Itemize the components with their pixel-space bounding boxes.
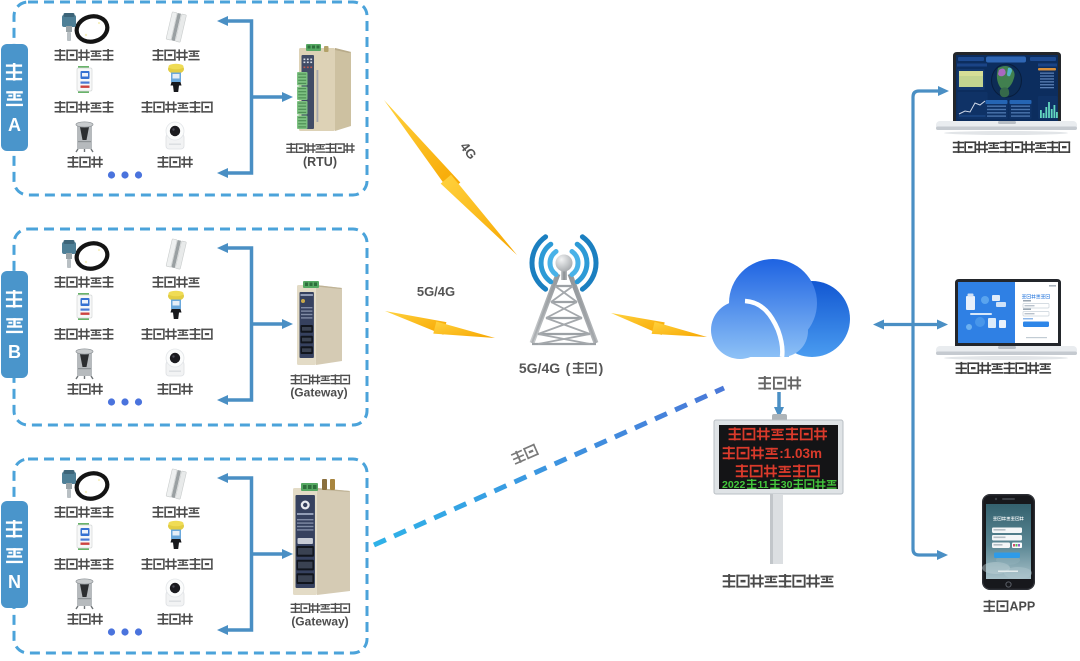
svg-text:B: B: [8, 342, 21, 362]
svg-text:5G/4G: 5G/4G: [519, 360, 560, 376]
svg-text:APP: APP: [1010, 600, 1036, 614]
svg-text:11: 11: [758, 479, 769, 491]
svg-text:5G/4G: 5G/4G: [417, 284, 455, 299]
svg-text:N: N: [8, 572, 21, 592]
svg-text:(Gateway): (Gateway): [290, 386, 347, 400]
svg-text:): ): [599, 360, 604, 376]
svg-text:(: (: [566, 360, 571, 376]
svg-text:(Gateway): (Gateway): [291, 615, 348, 629]
svg-text:A: A: [8, 115, 21, 135]
svg-text:2022: 2022: [722, 479, 746, 491]
svg-text::1.03m: :1.03m: [779, 446, 822, 461]
svg-text:(RTU): (RTU): [303, 155, 337, 169]
svg-text:30: 30: [781, 479, 793, 491]
